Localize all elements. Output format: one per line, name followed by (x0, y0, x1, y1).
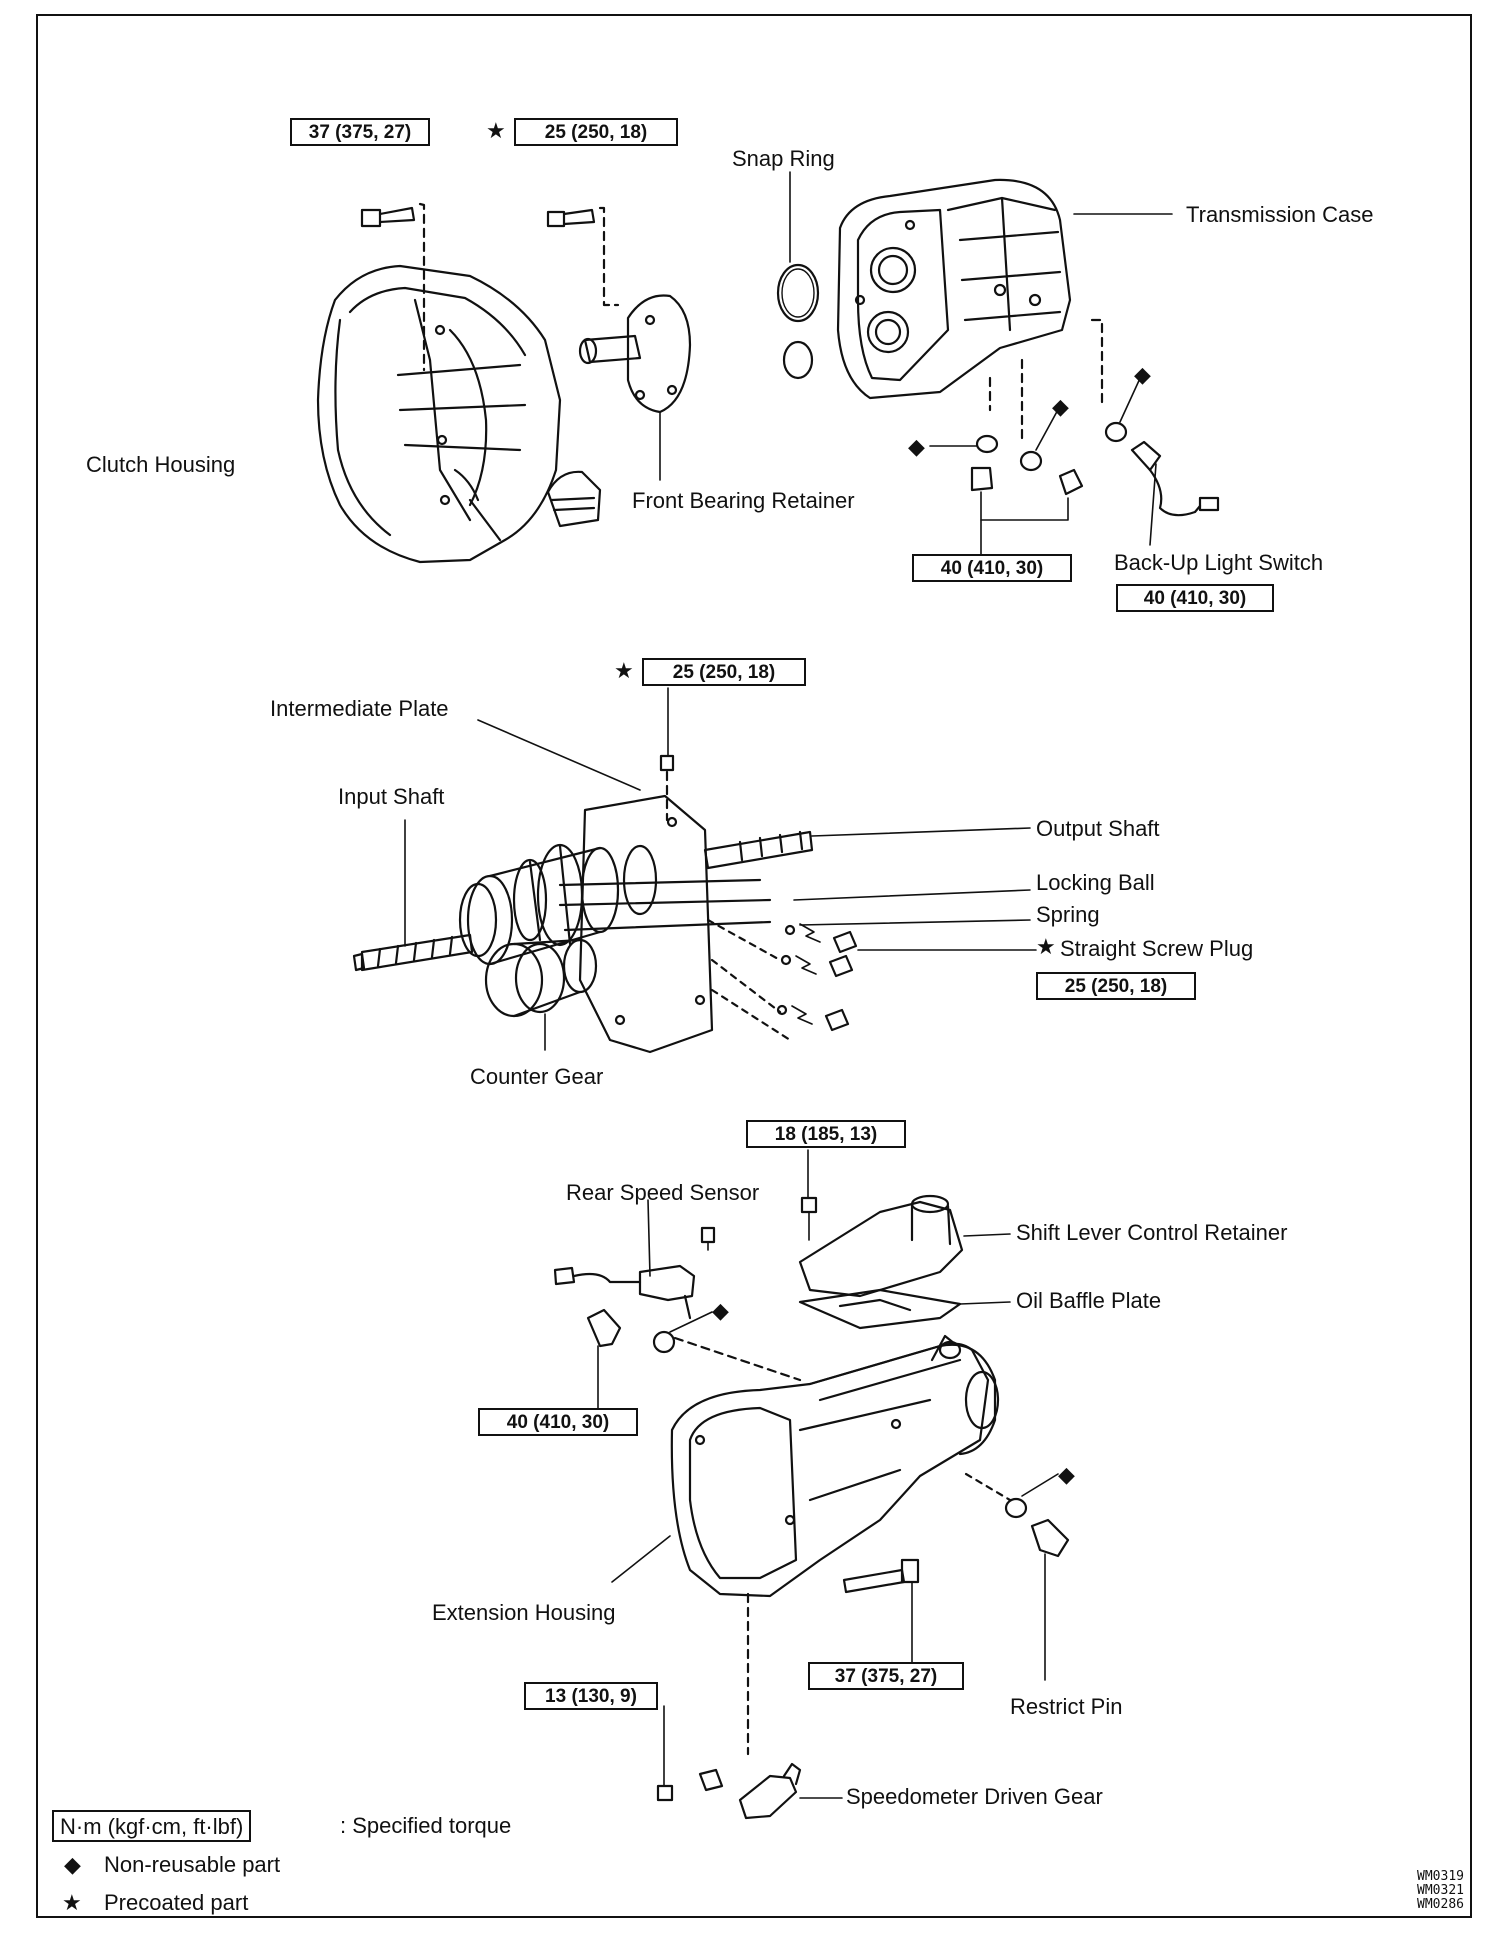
label-counter-gear: Counter Gear (470, 1064, 604, 1089)
torque-box-extension-bolt: 37 (375, 27) (808, 1662, 964, 1690)
legend-star-icon: ★ (62, 1890, 82, 1915)
torque-box-speedo-bolt: 13 (130, 9) (524, 1682, 658, 1710)
label-shift-lever-control-retainer: Shift Lever Control Retainer (1016, 1220, 1288, 1245)
retainer-bolt-leader (598, 206, 620, 307)
torque-box-backup-switch: 40 (410, 30) (1116, 584, 1274, 612)
precoated-star-icon: ★ (614, 658, 634, 683)
restrict-pin-gasket (1004, 1497, 1028, 1519)
speedo-clamp-part (698, 1768, 724, 1792)
clutch-bolt-leader (418, 202, 426, 372)
backup-light-switch-part (1130, 440, 1220, 546)
nonreusable-diamond-icon: ◆ (908, 434, 925, 459)
speedometer-driven-gear-part (738, 1762, 843, 1820)
torque-box-sensor-plug: 40 (410, 30) (478, 1408, 638, 1436)
shift-lever-control-retainer-part (798, 1194, 1011, 1298)
torque-box-clutch-bolt: 37 (375, 27) (290, 118, 430, 146)
label-straight-screw-plug: Straight Screw Plug (1060, 936, 1254, 961)
torque-box-shift-retainer-bolt: 18 (185, 13) (746, 1120, 906, 1148)
torque-box-case-plug: 40 (410, 30) (912, 554, 1072, 582)
label-output-shaft: Output Shaft (1036, 816, 1160, 841)
case-plug-bracket (980, 491, 1069, 521)
gear-train-assembly (352, 794, 1031, 1054)
label-spring: Spring (1036, 902, 1100, 927)
label-backup-light-switch: Back-Up Light Switch (1114, 550, 1324, 575)
transmission-case-part (836, 178, 1072, 400)
label-front-bearing-retainer: Front Bearing Retainer (632, 488, 855, 513)
sensor-plug-part (586, 1308, 622, 1411)
extension-bolt-part (842, 1558, 920, 1594)
nonreusable-diamond-icon: ◆ (1052, 394, 1069, 419)
torque-box-intermediate-bolt: 25 (250, 18) (642, 658, 806, 686)
sensor-bolt-part (700, 1226, 716, 1244)
nonreusable-diamond-icon: ◆ (1058, 1462, 1075, 1487)
label-intermediate-plate: Intermediate Plate (270, 696, 449, 721)
clutch-housing-part (316, 264, 562, 564)
legend-nonreusable: Non-reusable part (104, 1852, 281, 1877)
label-restrict-pin: Restrict Pin (1010, 1694, 1123, 1719)
diagram-frame (36, 14, 1472, 1918)
label-rear-speed-sensor: Rear Speed Sensor (566, 1180, 760, 1205)
label-oil-baffle-plate: Oil Baffle Plate (1016, 1288, 1162, 1313)
label-locking-ball: Locking Ball (1036, 870, 1155, 895)
speedo-bolt-part (656, 1705, 674, 1802)
sensor-gasket-part (652, 1330, 676, 1354)
dust-cover-ribs (550, 496, 596, 512)
precoated-star-icon: ★ (1036, 934, 1056, 959)
detent-parts (776, 923, 858, 1032)
figure-code: WM0286 (1417, 1897, 1464, 1912)
legend-torque-text: : Specified torque (340, 1813, 512, 1838)
torque-box-screw-plug: 25 (250, 18) (1036, 972, 1196, 1000)
legend-diamond-icon: ◆ (64, 1852, 81, 1877)
case-drain-plug (970, 466, 994, 492)
nonreusable-diamond-icon: ◆ (1134, 362, 1151, 387)
precoated-star-icon: ★ (486, 118, 506, 143)
extension-housing-part (670, 1334, 1000, 1598)
figure-code: WM0319 (1417, 1869, 1464, 1884)
case-gasket-1 (975, 434, 999, 454)
torque-box-retainer-bolt: 25 (250, 18) (514, 118, 678, 146)
label-speedometer-driven-gear: Speedometer Driven Gear (846, 1784, 1103, 1809)
oil-baffle-plate-part (798, 1288, 1011, 1330)
clutch-bolt-part (360, 206, 416, 228)
rear-speed-sensor-part (553, 1199, 696, 1320)
front-bearing-retainer-part (578, 294, 692, 414)
figure-code: WM0321 (1417, 1883, 1464, 1898)
snap-ring-large (776, 263, 820, 323)
nonreusable-diamond-icon: ◆ (712, 1298, 729, 1323)
dust-cover-part (546, 470, 602, 528)
case-gasket-2 (1019, 450, 1043, 472)
restrict-pin-part (1030, 1518, 1070, 1681)
figure-codes: WM0319 WM0321 WM0286 (1417, 1870, 1464, 1912)
snap-ring-small (782, 340, 814, 380)
label-transmission-case: Transmission Case (1186, 202, 1374, 227)
shift-retainer-bolt-part (800, 1196, 818, 1214)
case-filler-plug (1058, 468, 1084, 496)
label-clutch-housing: Clutch Housing (86, 452, 236, 477)
case-gasket-3 (1104, 421, 1128, 443)
intermediate-bolt-part (659, 754, 675, 772)
label-extension-housing: Extension Housing (432, 1600, 616, 1625)
label-snap-ring: Snap Ring (732, 146, 835, 171)
label-input-shaft: Input Shaft (338, 784, 445, 809)
extension-housing-leader (611, 1535, 671, 1583)
legend-torque-unit: N·m (kgf·cm, ft·lbf) (52, 1810, 252, 1842)
retainer-bolt-part (546, 208, 596, 228)
legend-precoated: Precoated part (104, 1890, 249, 1915)
